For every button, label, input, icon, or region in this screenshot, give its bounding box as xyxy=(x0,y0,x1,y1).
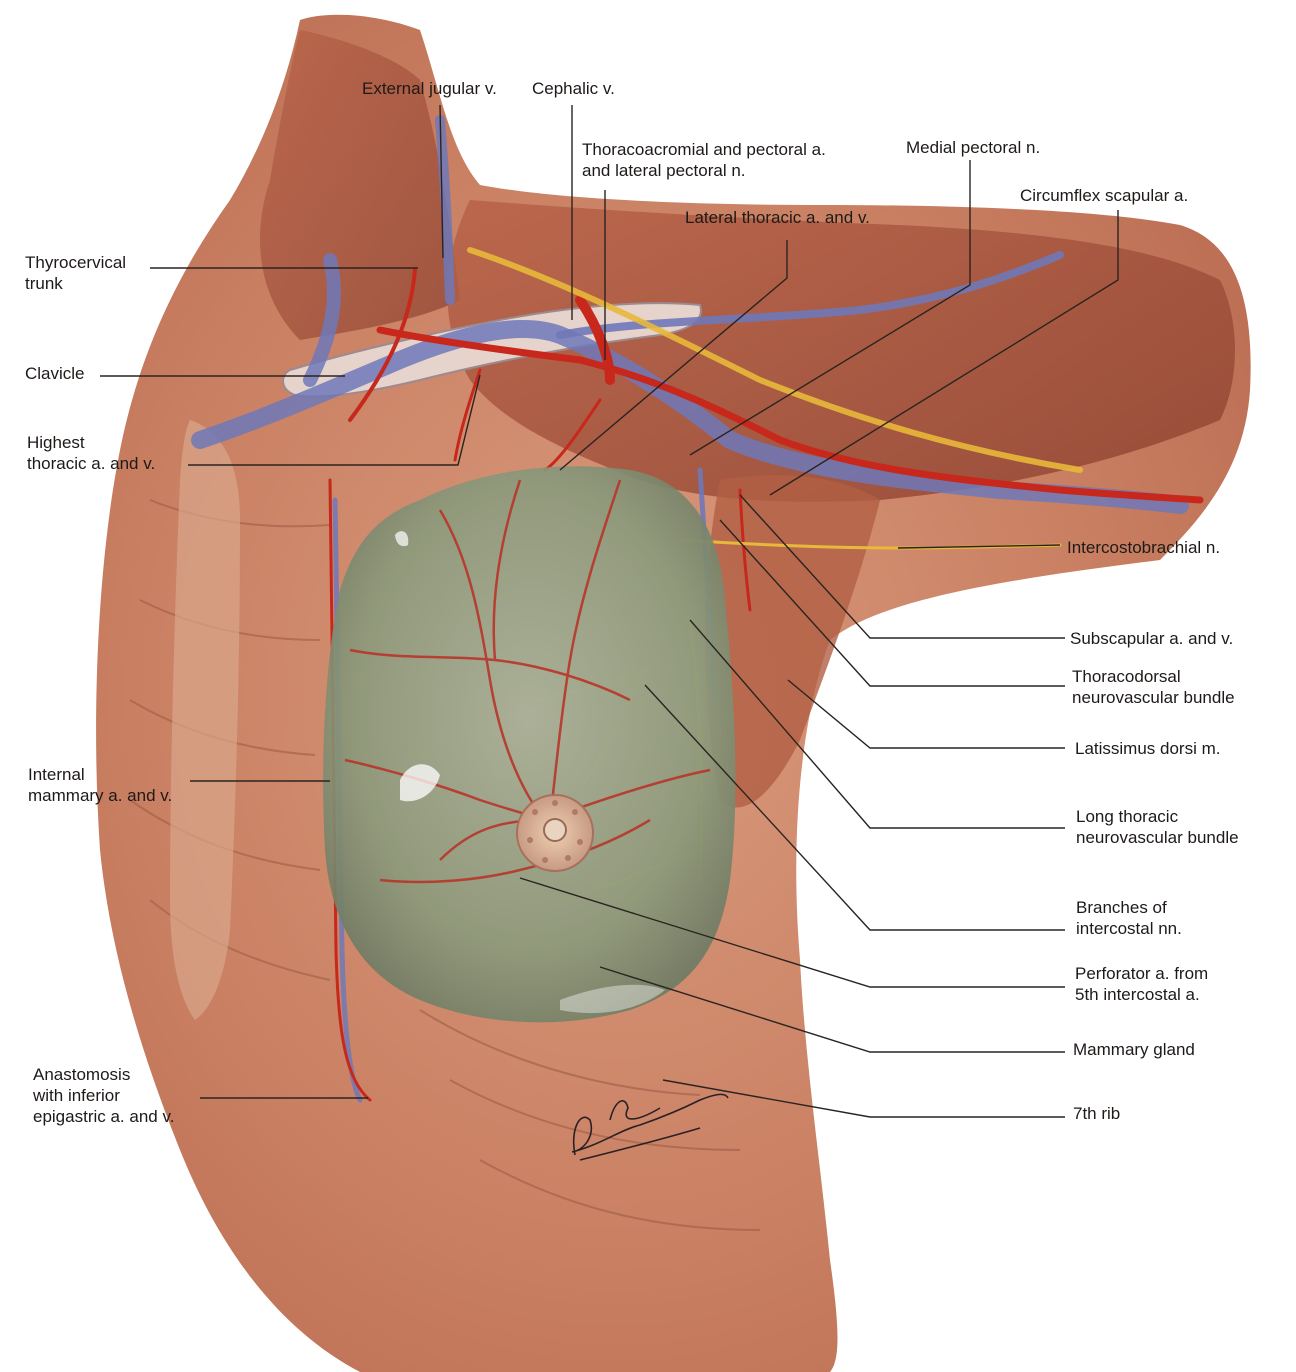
label-clavicle: Clavicle xyxy=(25,364,85,383)
label-anastomosis: Anastomosis with inferior epigastric a. … xyxy=(33,1065,175,1126)
nipple xyxy=(543,818,567,842)
gland-lower-highlight xyxy=(560,984,665,1014)
label-cephalic: Cephalic v. xyxy=(532,79,615,98)
label-medial-pectoral: Medial pectoral n. xyxy=(906,138,1041,157)
neck-muscle xyxy=(260,30,460,340)
latissimus-muscle xyxy=(705,475,880,808)
label-perforator: Perforator a. from 5th intercostal a. xyxy=(1075,964,1209,1004)
pectoralis-muscle xyxy=(447,200,1235,502)
label-mammary-gland: Mammary gland xyxy=(1073,1040,1195,1059)
areola-glands xyxy=(527,800,583,863)
label-7th-rib: 7th rib xyxy=(1073,1104,1121,1123)
label-internal-mammary: Internal mammary a. and v. xyxy=(28,765,173,805)
label-highest-thoracic: Highest thoracic a. and v. xyxy=(27,433,156,473)
label-thyrocervical: Thyrocervical trunk xyxy=(25,253,127,293)
label-lateral-thoracic: Lateral thoracic a. and v. xyxy=(685,208,870,227)
label-branches-intercostal: Branches of intercostal nn. xyxy=(1076,898,1182,938)
gland-highlight-2 xyxy=(395,531,409,547)
label-thoracodorsal: Thoracodorsal neurovascular bundle xyxy=(1072,667,1235,707)
artist-signature xyxy=(571,1093,729,1161)
gland-highlight xyxy=(400,764,440,802)
sternum xyxy=(170,420,240,1020)
label-long-thoracic: Long thoracic neurovascular bundle xyxy=(1076,807,1239,847)
label-external-jugular: External jugular v. xyxy=(362,79,497,98)
leader-lines xyxy=(100,104,1119,1118)
mammary-gland-shape xyxy=(323,466,736,1023)
label-latissimus: Latissimus dorsi m. xyxy=(1075,739,1221,758)
label-subscapular: Subscapular a. and v. xyxy=(1070,629,1234,648)
label-intercostobrachial: Intercostobrachial n. xyxy=(1067,538,1221,557)
arteries xyxy=(328,268,1204,1102)
label-thoracoacromial: Thoracoacromial and pectoral a. and late… xyxy=(582,140,826,180)
label-circumflex-scapular: Circumflex scapular a. xyxy=(1020,186,1189,205)
